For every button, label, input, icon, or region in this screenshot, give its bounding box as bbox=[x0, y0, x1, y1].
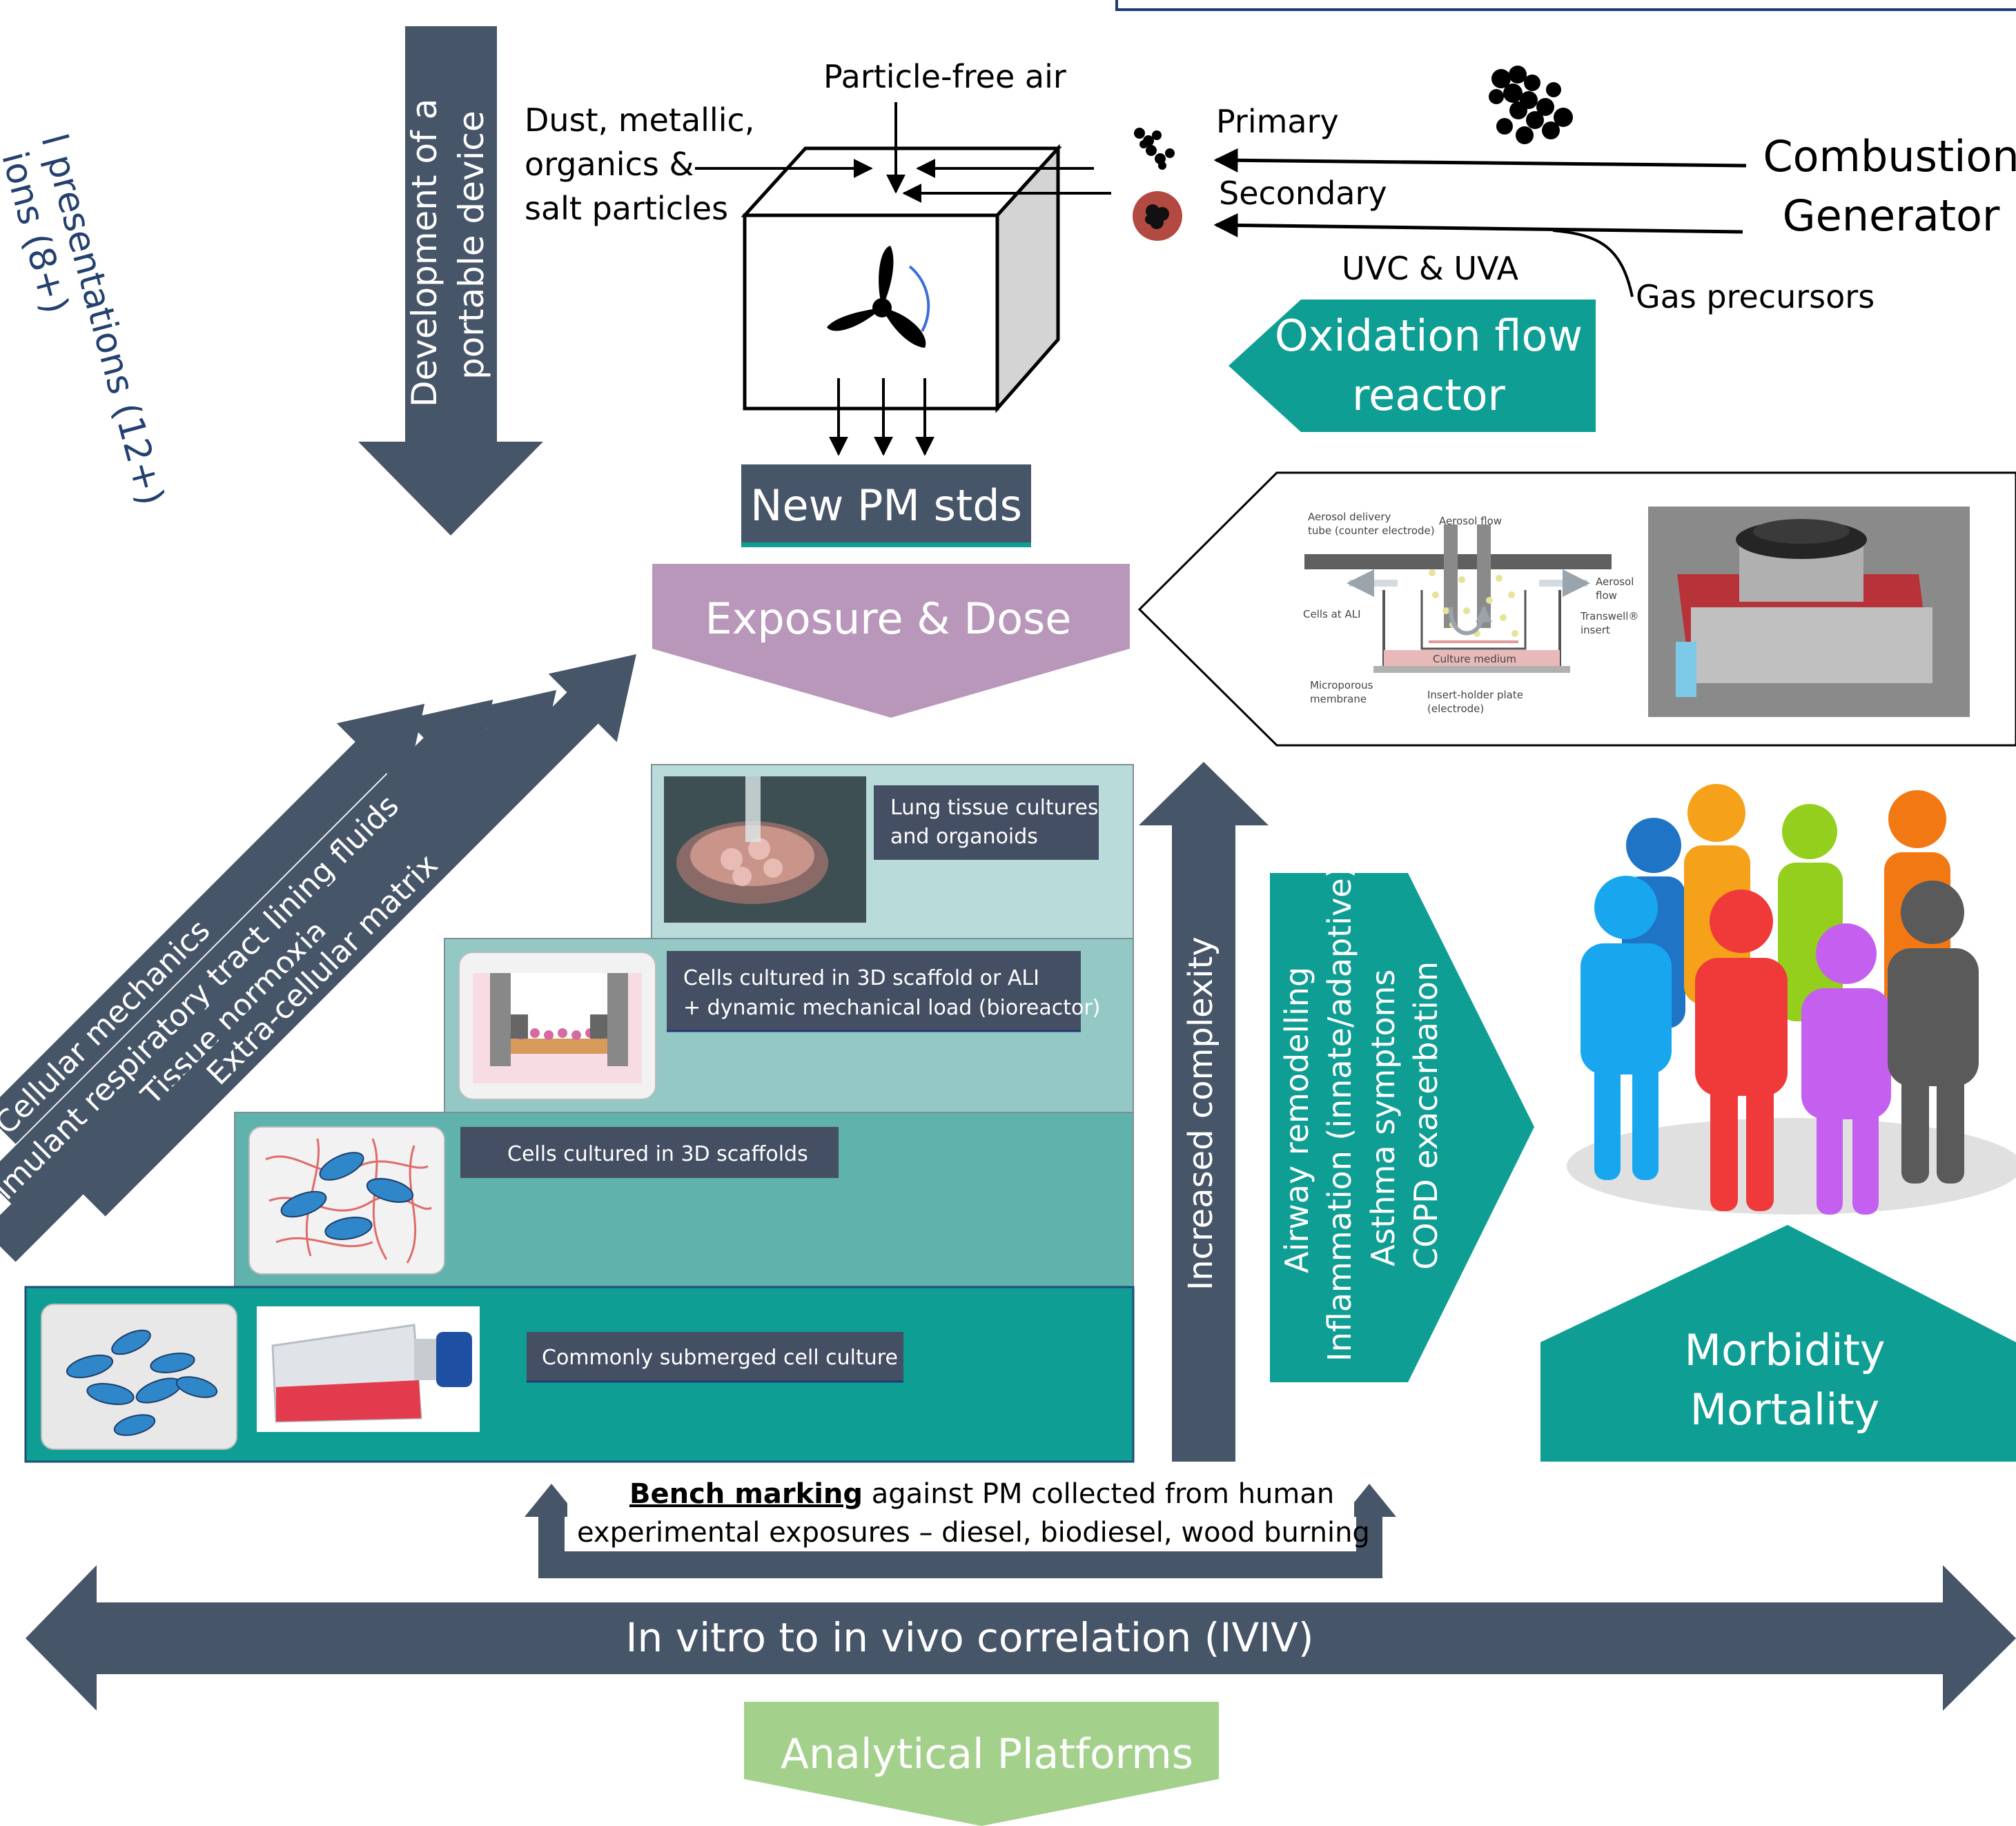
top-frame-edge bbox=[1115, 0, 2016, 11]
step-4-label-line2: and organoids bbox=[890, 825, 1038, 849]
label-aerosol-flow-right-1: Aerosol bbox=[1596, 576, 1634, 588]
benchmark-bracket bbox=[525, 1484, 1396, 1578]
uv-label: UVC & UVA bbox=[1342, 250, 1519, 287]
new-pm-stds-underline bbox=[741, 542, 1031, 547]
label-plate-2: (electrode) bbox=[1427, 703, 1484, 715]
outcome-inflammation: Inflammation (innate/adaptive) bbox=[1321, 865, 1358, 1362]
gas-precursors-label: Gas precursors bbox=[1636, 278, 1875, 315]
label-delivery-tube-1: Aerosol delivery bbox=[1308, 511, 1391, 523]
primary-arrow bbox=[1213, 148, 1747, 173]
person-cyan bbox=[1580, 876, 1672, 1180]
generator-box bbox=[741, 144, 1062, 413]
step-3-label-line2: + dynamic mechanical load (bioreactor) bbox=[683, 996, 1100, 1020]
iviv-arrow bbox=[26, 1565, 2016, 1711]
inputs-line3: salt particles bbox=[525, 190, 728, 227]
person-green bbox=[1778, 804, 1843, 1021]
combustion-label: Combustion bbox=[1763, 131, 2016, 181]
outcome-airway-remodelling: Airway remodelling bbox=[1278, 967, 1315, 1273]
new-pm-stds-label: New PM stds bbox=[750, 480, 1022, 531]
new-pm-stds-box bbox=[741, 464, 1031, 542]
label-aerosol-flow: Aerosol flow bbox=[1439, 515, 1502, 527]
outcome-copd: COPD exacerbation bbox=[1407, 961, 1445, 1270]
morbidity-mortality-box bbox=[1540, 1225, 2016, 1462]
step-3-label-line1: Cells cultured in 3D scaffold or ALI bbox=[683, 966, 1039, 990]
increased-complexity-label: Increased complexity bbox=[1182, 936, 1220, 1290]
benchmark-bold: Bench marking bbox=[629, 1478, 863, 1510]
device-arrow-line1: Development of a bbox=[404, 99, 444, 407]
label-transwell-2: insert bbox=[1580, 624, 1610, 636]
step-3-label: Cells cultured in 3D scaffold or ALI + d… bbox=[667, 951, 1100, 1032]
iviv-label: In vitro to in vivo correlation (IVIV) bbox=[625, 1614, 1313, 1661]
device-arrow bbox=[358, 26, 543, 536]
benchmark-line1: Bench marking against PM collected from … bbox=[629, 1478, 1334, 1510]
oxidation-line2: reactor bbox=[1352, 370, 1506, 420]
secondary-particle-icon bbox=[1133, 191, 1182, 241]
culture-flask-photo bbox=[257, 1306, 480, 1432]
inputs-line1: Dust, metallic, bbox=[525, 101, 754, 139]
morbidity-label: Morbidity bbox=[1684, 1325, 1885, 1375]
label-culture-medium: Culture medium bbox=[1433, 653, 1516, 665]
person-purple bbox=[1801, 923, 1891, 1215]
particle-free-air-label: Particle-free air bbox=[823, 58, 1066, 95]
device-arrow-line2: portable device bbox=[451, 110, 491, 380]
benchmark-line2: experimental exposures – diesel, biodies… bbox=[577, 1517, 1370, 1549]
fan-icon bbox=[827, 246, 930, 348]
generator-label: Generator bbox=[1783, 190, 2000, 241]
label-aerosol-flow-right-2: flow bbox=[1596, 589, 1617, 602]
step-1-label: Commonly submerged cell culture bbox=[527, 1332, 903, 1383]
label-cells-ali: Cells at ALI bbox=[1303, 608, 1361, 620]
benchmark-text-bg bbox=[567, 1473, 1354, 1549]
label-membrane-2: membrane bbox=[1310, 693, 1367, 705]
exposure-device-photo bbox=[1648, 507, 1970, 717]
exposure-dose-label: Exposure & Dose bbox=[705, 593, 1072, 644]
label-membrane-1: Microporous bbox=[1310, 679, 1373, 691]
gas-precursors-line bbox=[1552, 229, 1634, 297]
oxidation-flow-reactor bbox=[1229, 300, 1596, 432]
step-2-label: Cells cultured in 3D scaffolds bbox=[460, 1127, 839, 1178]
people-group-icon bbox=[1567, 784, 2016, 1215]
increased-complexity-arrow bbox=[1139, 762, 1269, 1462]
person-red bbox=[1695, 890, 1788, 1211]
scaffold-cells-icon bbox=[248, 1126, 445, 1275]
organoid-photo bbox=[664, 776, 866, 923]
submerged-cells-icon bbox=[41, 1304, 237, 1450]
partial-presentations-text: l presentations (12+) ions (8+) bbox=[0, 130, 172, 510]
step-1-label-line1: Commonly submerged cell culture bbox=[542, 1346, 898, 1370]
soot-cluster-icon bbox=[1489, 66, 1573, 144]
outcome-asthma: Asthma symptoms bbox=[1364, 970, 1402, 1266]
outcomes-arrow bbox=[1270, 873, 1534, 1382]
bioreactor-schematic bbox=[458, 952, 656, 1100]
benchmark-rest: against PM collected from human bbox=[863, 1478, 1334, 1510]
step-2-label-line1: Cells cultured in 3D scaffolds bbox=[507, 1142, 808, 1166]
partial-text-line1: l presentations (12+) bbox=[32, 130, 171, 510]
secondary-label: Secondary bbox=[1219, 175, 1387, 212]
transwell-labels: Aerosol delivery tube (counter electrode… bbox=[1303, 511, 1638, 715]
inputs-line2: organics & bbox=[525, 146, 694, 183]
step-4-label-line1: Lung tissue cultures bbox=[890, 796, 1099, 820]
secondary-arrow bbox=[1213, 213, 1743, 237]
analytical-platforms-arrow bbox=[744, 1702, 1219, 1826]
label-plate-1: Insert-holder plate bbox=[1427, 689, 1523, 701]
oxidation-line1: Oxidation flow bbox=[1275, 311, 1583, 361]
primary-particle-icon bbox=[1134, 128, 1175, 170]
transwell-schematic bbox=[1304, 524, 1612, 673]
exposure-dose-arrow bbox=[652, 564, 1130, 718]
label-transwell-1: Transwell® bbox=[1580, 610, 1638, 622]
analytical-platforms-label: Analytical Platforms bbox=[781, 1730, 1193, 1778]
primary-label: Primary bbox=[1216, 103, 1339, 140]
label-delivery-tube-2: tube (counter electrode) bbox=[1308, 524, 1435, 537]
person-grey bbox=[1888, 881, 1979, 1184]
step-4-label: Lung tissue cultures and organoids bbox=[874, 785, 1099, 860]
mortality-label: Mortality bbox=[1690, 1384, 1880, 1435]
